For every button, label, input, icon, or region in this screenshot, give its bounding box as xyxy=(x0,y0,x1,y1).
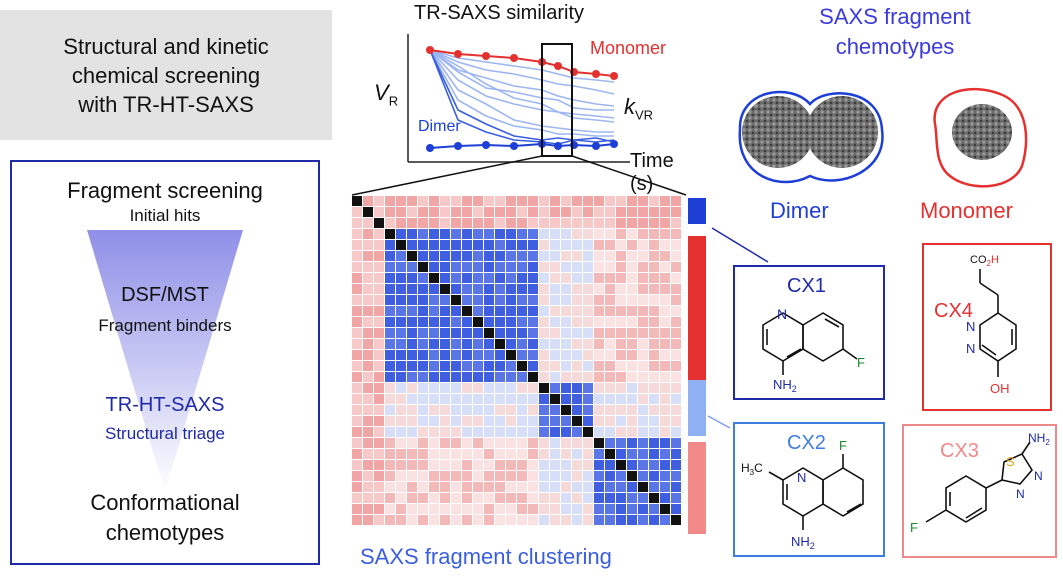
monomer-protein xyxy=(952,104,1012,160)
monomer-curve-label: Monomer xyxy=(590,38,667,58)
svg-text:N: N xyxy=(966,319,975,334)
compound-cx2: CX2 N F H3C NH2 xyxy=(733,422,885,557)
svg-text:NH2: NH2 xyxy=(1028,431,1050,447)
cx1-name: CX1 xyxy=(787,275,826,297)
cluster-bar-monomer xyxy=(688,236,706,396)
cx2-structure: N F H3C NH2 xyxy=(741,438,864,551)
svg-text:N: N xyxy=(1016,487,1025,501)
step4-text: Conformational chemotypes xyxy=(12,488,318,548)
header-line-3: with TR-HT-SAXS xyxy=(78,91,254,117)
chemotypes-title-1: SAXS fragment xyxy=(819,4,971,29)
svg-text:F: F xyxy=(910,520,918,535)
step4-line-2: chemotypes xyxy=(105,520,225,545)
svg-text:N: N xyxy=(966,341,975,356)
svg-text:H3C: H3C xyxy=(741,461,763,477)
similarity-plot: TR-SAXS similarity VR kVR Monomer Dimer … xyxy=(368,0,698,195)
svg-text:NH2: NH2 xyxy=(791,534,815,551)
heatmap-caption: SAXS fragment clustering xyxy=(360,544,612,569)
protein-shapes xyxy=(738,87,1028,188)
cx3-structure: S N N NH2 F xyxy=(910,431,1050,535)
svg-text:NH2: NH2 xyxy=(773,377,797,394)
cx4-name: CX4 xyxy=(934,300,973,322)
svg-text:F: F xyxy=(839,438,847,453)
chemotypes-title-2: chemotypes xyxy=(835,34,955,59)
cx3-name: CX3 xyxy=(940,440,979,462)
step4-line-1: Conformational xyxy=(90,490,240,515)
step2-title: DSF/MST xyxy=(121,284,209,306)
time-window-box xyxy=(541,43,573,157)
step2-sub: Fragment binders xyxy=(98,316,232,335)
header-line-1: Structural and kinetic xyxy=(63,33,269,59)
svg-text:S: S xyxy=(1006,454,1015,469)
dimer-envelope xyxy=(738,90,884,184)
similarity-axes xyxy=(407,34,630,163)
cx2-name: CX2 xyxy=(787,432,826,454)
heatmap-cells xyxy=(352,196,681,525)
step1-sub: Initial hits xyxy=(129,206,201,225)
similarity-title: TR-SAXS similarity xyxy=(414,2,585,24)
workflow-panel: Fragment screening Initial hits DSF/MST … xyxy=(10,160,320,565)
svg-text:N: N xyxy=(797,470,806,485)
dimer-protein-right xyxy=(806,96,878,168)
svg-text:N: N xyxy=(1034,469,1043,483)
step1-title: Fragment screening xyxy=(67,178,263,203)
header-line-2: chemical screening xyxy=(71,62,261,88)
kvr-label: kVR xyxy=(624,94,654,123)
vr-label: VR xyxy=(374,80,399,109)
step3-sub: Structural triage xyxy=(105,424,225,443)
dimer-curve-label: Dimer xyxy=(418,118,461,135)
monomer-envelope xyxy=(933,87,1028,188)
svg-text:OH: OH xyxy=(990,381,1010,396)
chemotypes-title: SAXS fragment chemotypes xyxy=(790,2,1000,62)
cx4-structure: CO2H N N OH xyxy=(966,254,1017,396)
svg-text:CO2H: CO2H xyxy=(970,254,999,268)
step3-title: TR-HT-SAXS xyxy=(105,394,225,416)
cluster-bar-dimer xyxy=(688,198,706,224)
cx1-structure: N F NH2 xyxy=(762,306,865,394)
cluster-bar-cx3 xyxy=(688,442,706,534)
dimer-label: Dimer xyxy=(770,198,829,223)
compound-cx3: CX3 S N N NH2 F xyxy=(902,424,1057,558)
cluster-bar-cx2 xyxy=(688,380,706,436)
svg-text:F: F xyxy=(857,355,865,370)
compound-cx1: CX1 N F NH2 xyxy=(733,265,885,400)
dimer-protein-left xyxy=(742,96,814,168)
svg-text:N: N xyxy=(777,306,787,322)
compound-cx4: CX4 CO2H N N OH xyxy=(922,243,1052,411)
header-box: Structural and kinetic chemical screenin… xyxy=(0,10,332,140)
funnel-graphic xyxy=(87,230,243,492)
monomer-label: Monomer xyxy=(920,198,1013,223)
similarity-heatmap xyxy=(352,196,706,534)
